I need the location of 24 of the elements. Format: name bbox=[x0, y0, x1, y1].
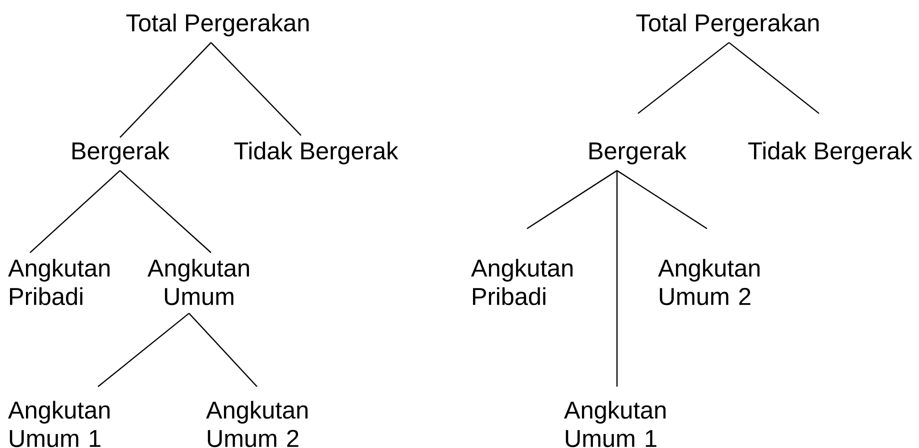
node-label: Angkutan Pribadi bbox=[471, 258, 573, 306]
node-label: Angkutan Umum 2 bbox=[206, 400, 308, 448]
node-label: Tidak Bergerak bbox=[234, 142, 398, 164]
branch-line bbox=[188, 312, 258, 388]
branch-line bbox=[210, 42, 302, 136]
branch-line bbox=[120, 170, 212, 254]
node-label: Bergerak bbox=[589, 142, 687, 164]
node-label: Total Pergerakan bbox=[126, 14, 309, 36]
branch-line bbox=[526, 170, 618, 230]
branch-line bbox=[616, 170, 708, 230]
branch-line bbox=[98, 312, 190, 388]
branch-line bbox=[728, 42, 820, 114]
branch-line bbox=[30, 170, 120, 254]
node-label: Angkutan Pribadi bbox=[8, 258, 110, 306]
node-label: Angkutan Umum bbox=[147, 258, 249, 306]
node-label: Angkutan Umum 2 bbox=[658, 258, 760, 306]
node-label: Angkutan Umum 1 bbox=[564, 400, 666, 448]
node-label: Angkutan Umum 1 bbox=[8, 400, 110, 448]
branch-line bbox=[616, 170, 618, 387]
node-label: Tidak Bergerak bbox=[748, 142, 912, 164]
branch-line bbox=[638, 42, 730, 114]
branch-line bbox=[120, 42, 212, 138]
node-label: Total Pergerakan bbox=[636, 14, 819, 36]
node-label: Bergerak bbox=[72, 142, 170, 164]
